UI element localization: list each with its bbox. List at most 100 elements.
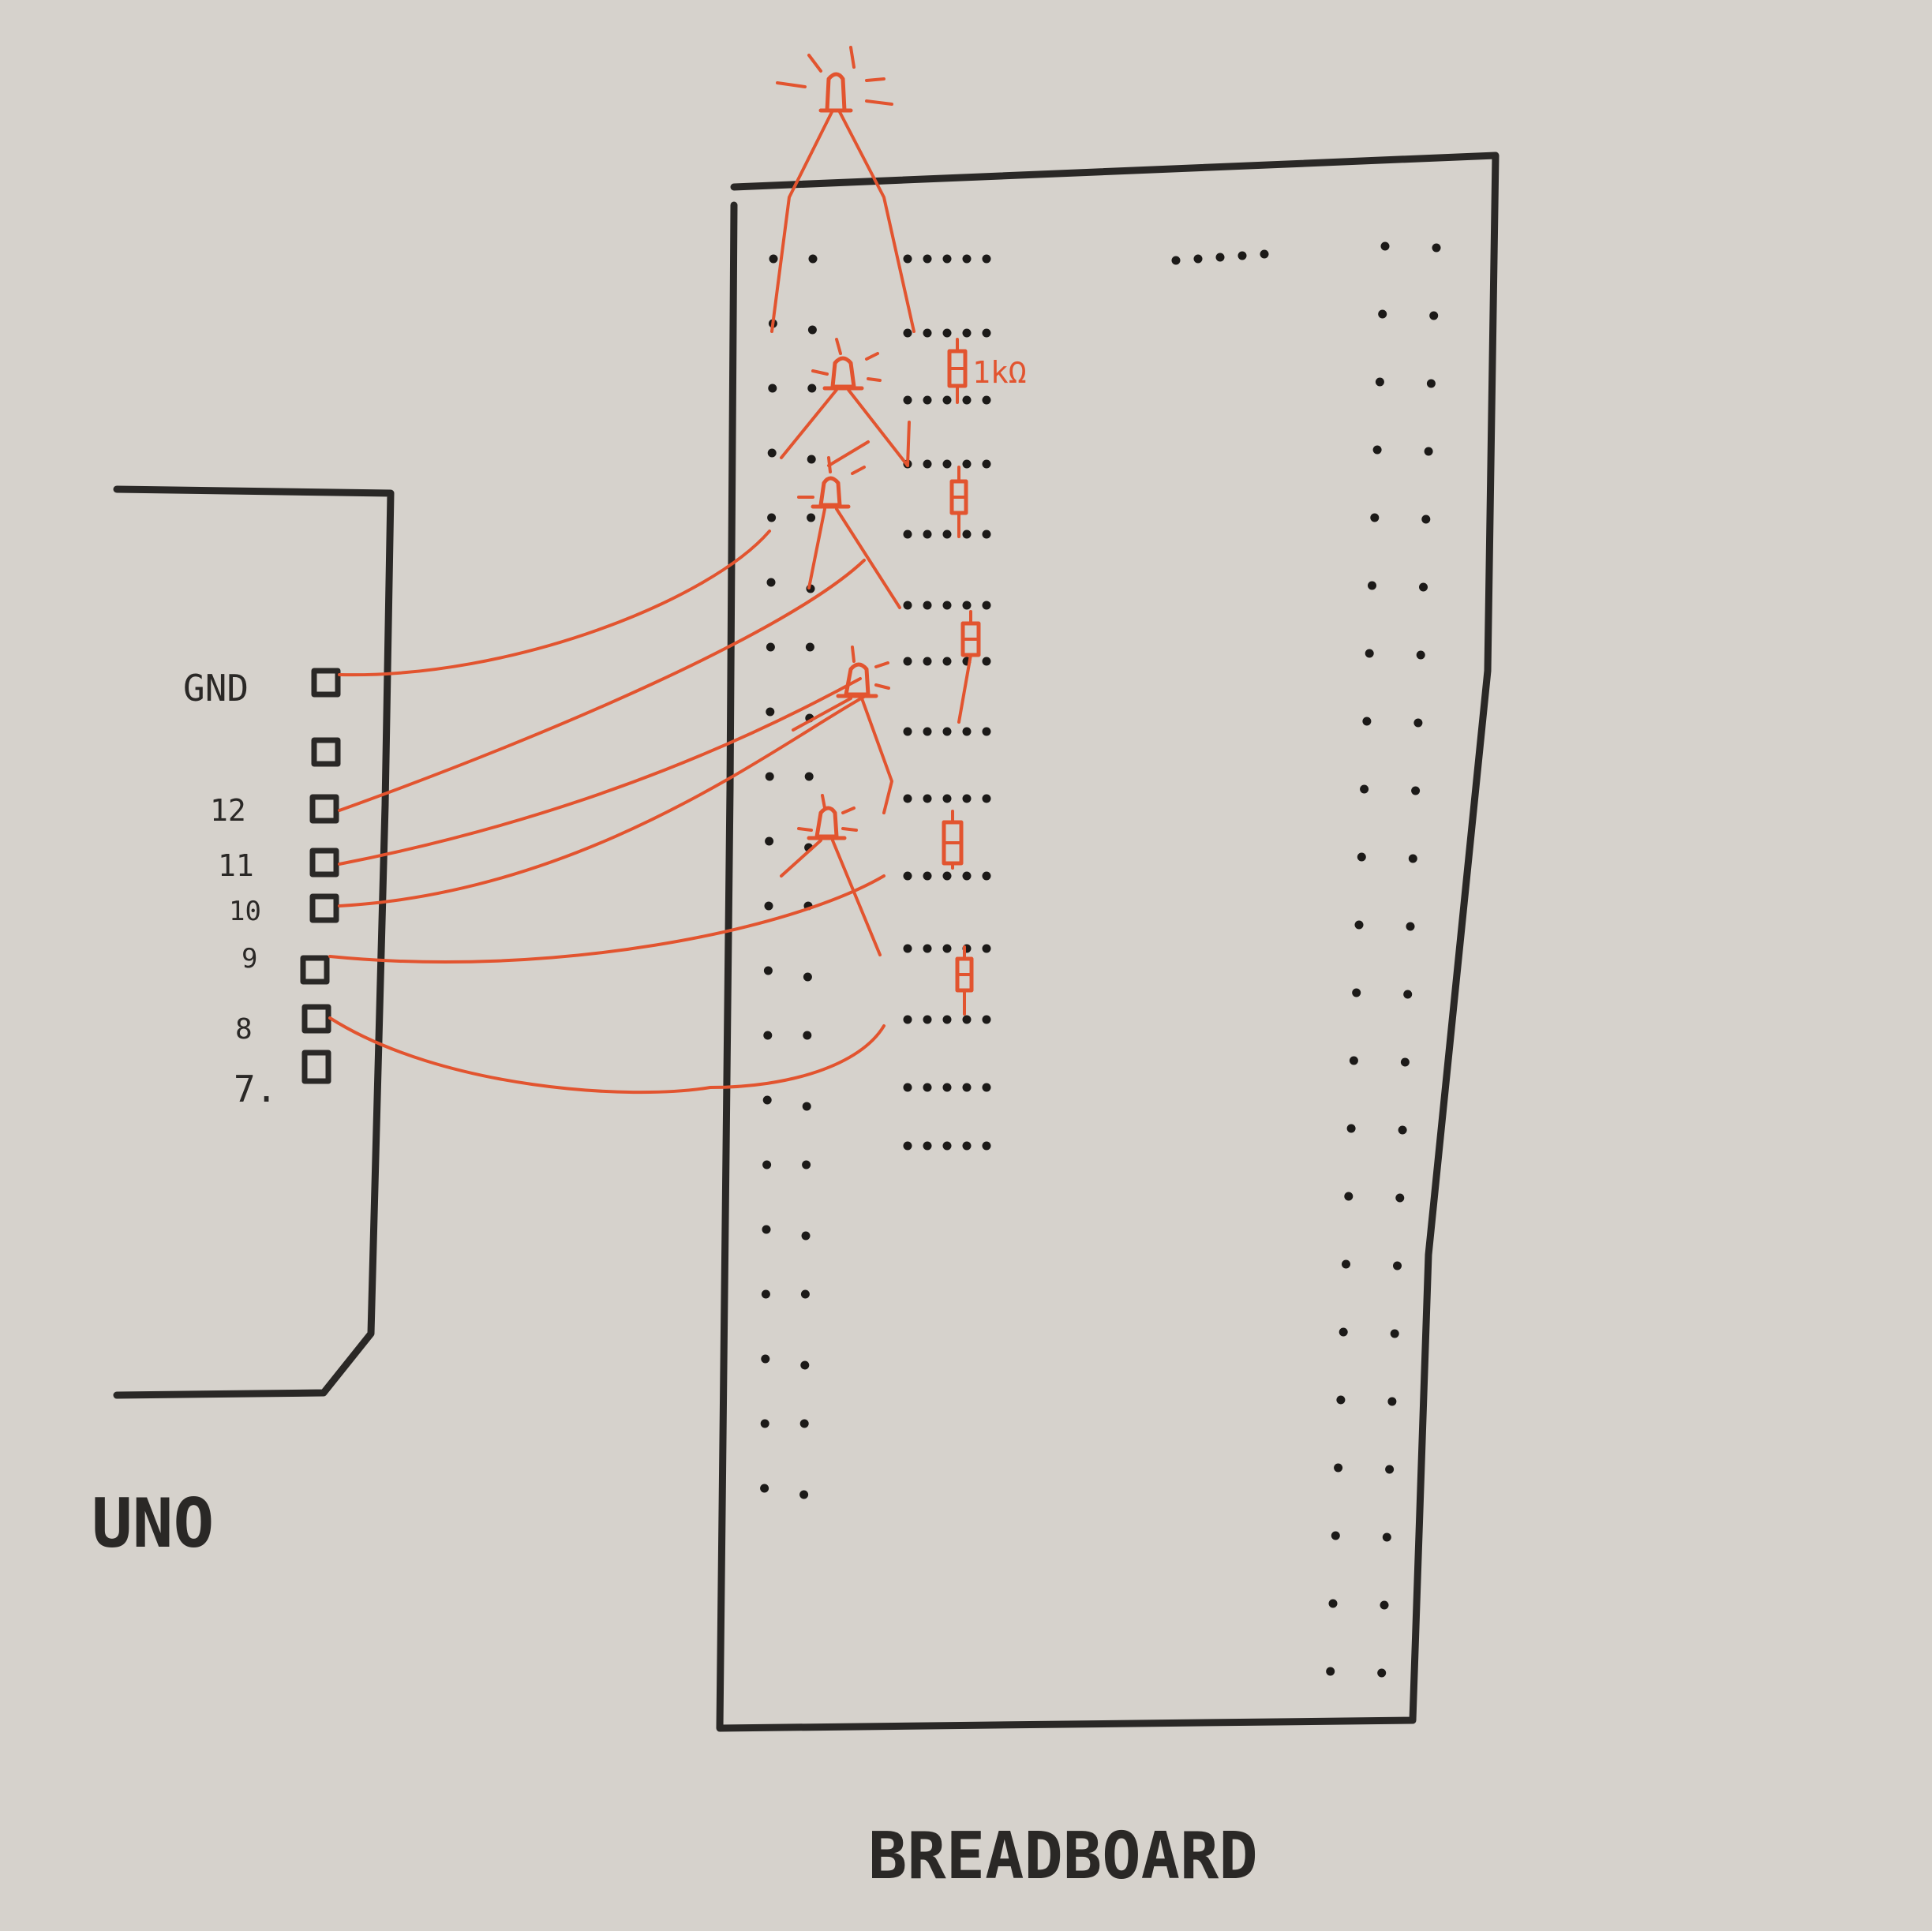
- resistor-3: [957, 610, 981, 724]
- breadboard-hole: [1419, 582, 1428, 592]
- breadboard-hole: [923, 530, 932, 539]
- pin-8-label: 8: [235, 1013, 253, 1046]
- breadboard-hole: [808, 254, 818, 264]
- breadboard-hole: [760, 1484, 769, 1493]
- breadboard-hole: [942, 1015, 952, 1024]
- breadboard-hole: [764, 901, 773, 911]
- jumper-wires: [328, 530, 886, 1095]
- breadboard-hole: [1421, 515, 1431, 524]
- breadboard-hole: [1360, 784, 1369, 794]
- pin-11-label: 11: [218, 848, 254, 883]
- breadboard-hole: [903, 1015, 912, 1024]
- breadboard-hole: [807, 325, 817, 335]
- breadboard-hole: [1432, 243, 1441, 253]
- breadboard-hole: [942, 727, 952, 736]
- breadboard-hole: [804, 772, 814, 781]
- led-4: [792, 646, 893, 814]
- resistor-5: [955, 945, 974, 1016]
- uno-board-outline: [113, 485, 395, 1399]
- breadboard-hole: [923, 328, 932, 338]
- breadboard-hole: [982, 328, 991, 338]
- breadboard-hole: [942, 1083, 952, 1092]
- breadboard-hole: [982, 1015, 991, 1024]
- breadboard-hole: [942, 871, 952, 881]
- breadboard-hole: [923, 459, 932, 469]
- breadboard-hole: [768, 384, 777, 393]
- breadboard-hole: [763, 1031, 773, 1040]
- breadboard-hole: [766, 707, 775, 717]
- breadboard-hole: [1344, 1192, 1354, 1201]
- breadboard-hole: [1342, 1259, 1350, 1269]
- breadboard-hole: [1375, 377, 1384, 387]
- breadboard-hole: [923, 657, 932, 666]
- breadboard-hole: [1393, 1261, 1402, 1270]
- breadboard-hole: [1349, 1056, 1358, 1065]
- breadboard-hole: [1403, 990, 1413, 999]
- breadboard-hole: [767, 513, 777, 522]
- breadboard-hole: [982, 657, 991, 666]
- leds: [770, 46, 915, 956]
- pin-7: 7.: [234, 1050, 331, 1110]
- breadboard-hole: [962, 871, 972, 881]
- breadboard-hole: [803, 1031, 812, 1040]
- breadboard-hole: [942, 944, 952, 953]
- wire-pin-9: [328, 874, 886, 964]
- breadboard-hole: [807, 513, 816, 522]
- breadboard-hole: [903, 1141, 912, 1151]
- breadboard-hole: [1400, 1057, 1410, 1067]
- uno-header: GND 12 11 10 9 8 7.: [183, 667, 341, 1110]
- led-1: [770, 46, 915, 333]
- breadboard-hole: [765, 836, 774, 846]
- breadboard-hole: [800, 1360, 810, 1370]
- breadboard-hole: [762, 1160, 772, 1169]
- breadboard-hole: [923, 395, 932, 405]
- breadboard-hole: [982, 944, 991, 953]
- breadboard-hole: [766, 642, 775, 652]
- breadboard-label: BREADBOARD: [868, 1819, 1258, 1894]
- breadboard-hole: [962, 328, 972, 338]
- breadboard-hole: [962, 601, 972, 610]
- breadboard-hole: [1334, 1463, 1343, 1473]
- breadboard-hole: [903, 727, 912, 736]
- breadboard-hole: [982, 530, 991, 539]
- breadboard-hole: [942, 254, 952, 264]
- breadboard-hole: [1385, 1465, 1395, 1474]
- breadboard-hole: [962, 1141, 972, 1151]
- breadboard-hole: [1398, 1125, 1407, 1135]
- led-2: [780, 338, 911, 467]
- breadboard-hole: [962, 794, 972, 803]
- breadboard-hole: [942, 328, 952, 338]
- breadboard-hole: [1424, 447, 1433, 456]
- breadboard-holes: [760, 241, 1441, 1678]
- breadboard-hole: [761, 1289, 770, 1299]
- breadboard-hole: [1377, 1668, 1387, 1678]
- pin-gnd-label: GND: [183, 667, 249, 709]
- breadboard-hole: [1429, 311, 1439, 320]
- breadboard-hole: [1215, 253, 1225, 262]
- breadboard-hole: [962, 254, 972, 264]
- wire-pin-11: [338, 677, 862, 866]
- breadboard-hole: [1352, 988, 1361, 997]
- wire-gnd: [338, 530, 771, 677]
- led-3: [797, 440, 901, 609]
- breadboard-hole: [962, 1083, 972, 1092]
- resistor-4: [942, 810, 964, 870]
- breadboard-hole: [1237, 251, 1247, 260]
- breadboard-hole: [801, 1231, 811, 1241]
- breadboard-hole: [1408, 854, 1417, 863]
- resistor-2: [949, 466, 968, 538]
- breadboard-hole: [1380, 241, 1390, 251]
- breadboard-hole: [765, 772, 774, 781]
- breadboard-hole: [1260, 249, 1269, 259]
- breadboard-hole: [923, 254, 932, 264]
- breadboard-hole: [982, 601, 991, 610]
- breadboard-hole: [1380, 1600, 1389, 1610]
- pin-9: 9: [242, 943, 330, 985]
- breadboard-hole: [802, 1160, 811, 1169]
- pin-8: 8: [235, 1004, 331, 1046]
- breadboard-hole: [1193, 254, 1203, 264]
- breadboard-hole: [1171, 256, 1181, 265]
- breadboard-hole: [982, 727, 991, 736]
- pin-10: 10: [229, 893, 339, 927]
